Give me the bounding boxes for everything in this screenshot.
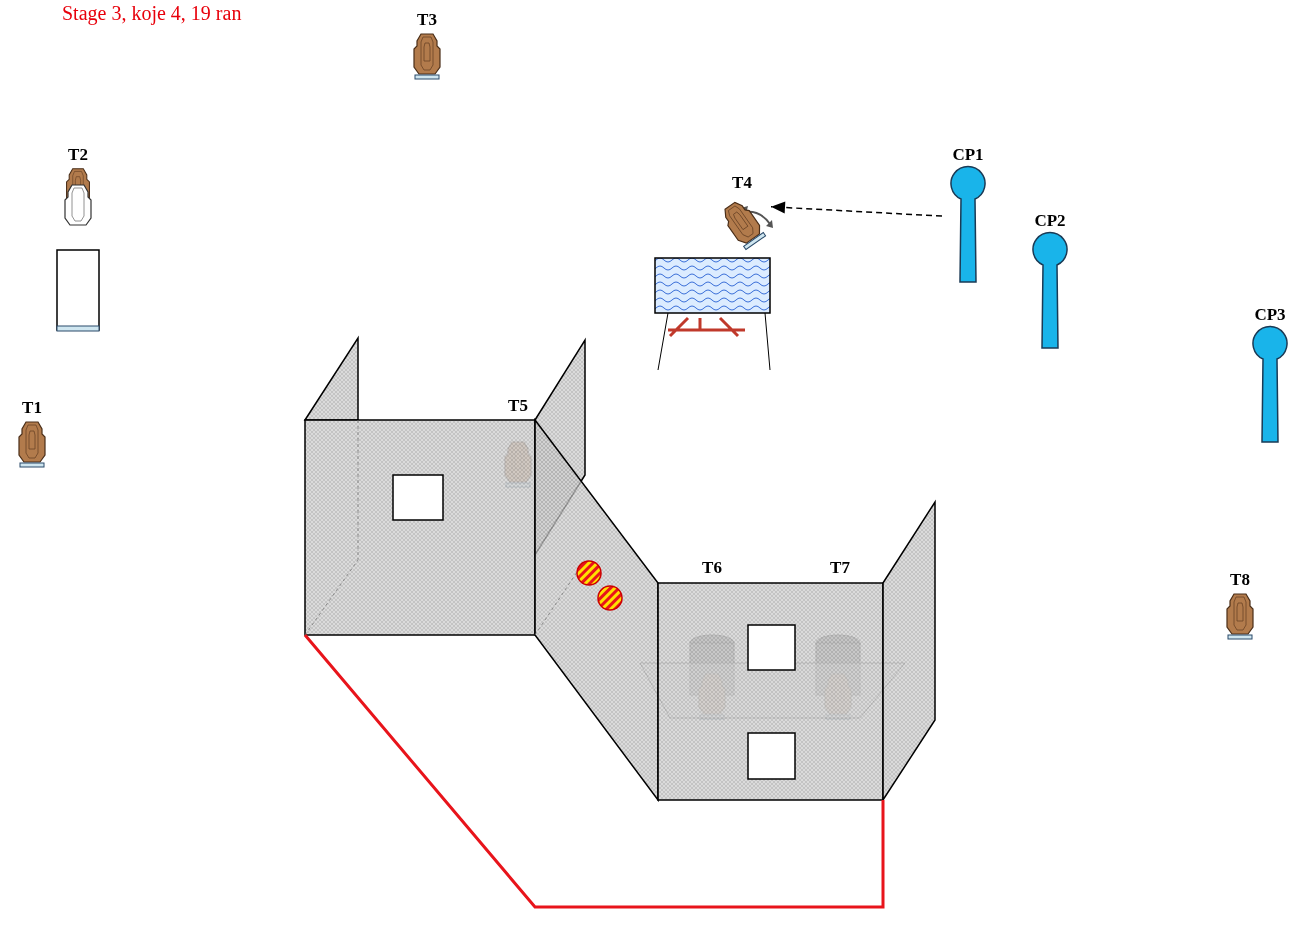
target-label: T8	[1219, 570, 1261, 590]
paper-target: T2	[52, 145, 104, 235]
popper-target: CP2	[1024, 211, 1076, 353]
popper-figure	[946, 165, 990, 287]
dashed-line	[771, 207, 942, 216]
target-figure	[15, 418, 49, 474]
paper-target: T1	[11, 398, 53, 474]
paper-target: T4	[713, 173, 771, 241]
popper-figure	[1028, 231, 1072, 353]
paper-target: T6	[698, 558, 726, 578]
target-label: CP1	[942, 145, 994, 165]
target-label: T5	[504, 396, 532, 416]
arrow-head	[771, 202, 785, 214]
paper-target: T7	[826, 558, 854, 578]
target-label: T2	[52, 145, 104, 165]
target-figure	[410, 30, 444, 86]
target-figure	[56, 165, 100, 235]
paper-target: T5	[504, 396, 532, 416]
stage-title: Stage 3, koje 4, 19 ran	[62, 2, 241, 25]
popper-target: CP1	[942, 145, 994, 287]
target-label: CP3	[1244, 305, 1296, 325]
target-label: T3	[406, 10, 448, 30]
paper-target: T3	[406, 10, 448, 86]
swinger-target	[717, 193, 767, 241]
paper-target: T8	[1219, 570, 1261, 646]
popper-figure	[1248, 325, 1292, 447]
popper-target: CP3	[1244, 305, 1296, 447]
target-label: T7	[826, 558, 854, 578]
target-label: CP2	[1024, 211, 1076, 231]
target-figure	[1223, 590, 1257, 646]
target-label: T4	[713, 173, 771, 193]
target-label: T1	[11, 398, 53, 418]
target-label: T6	[698, 558, 726, 578]
pointer-arrow	[771, 202, 942, 217]
